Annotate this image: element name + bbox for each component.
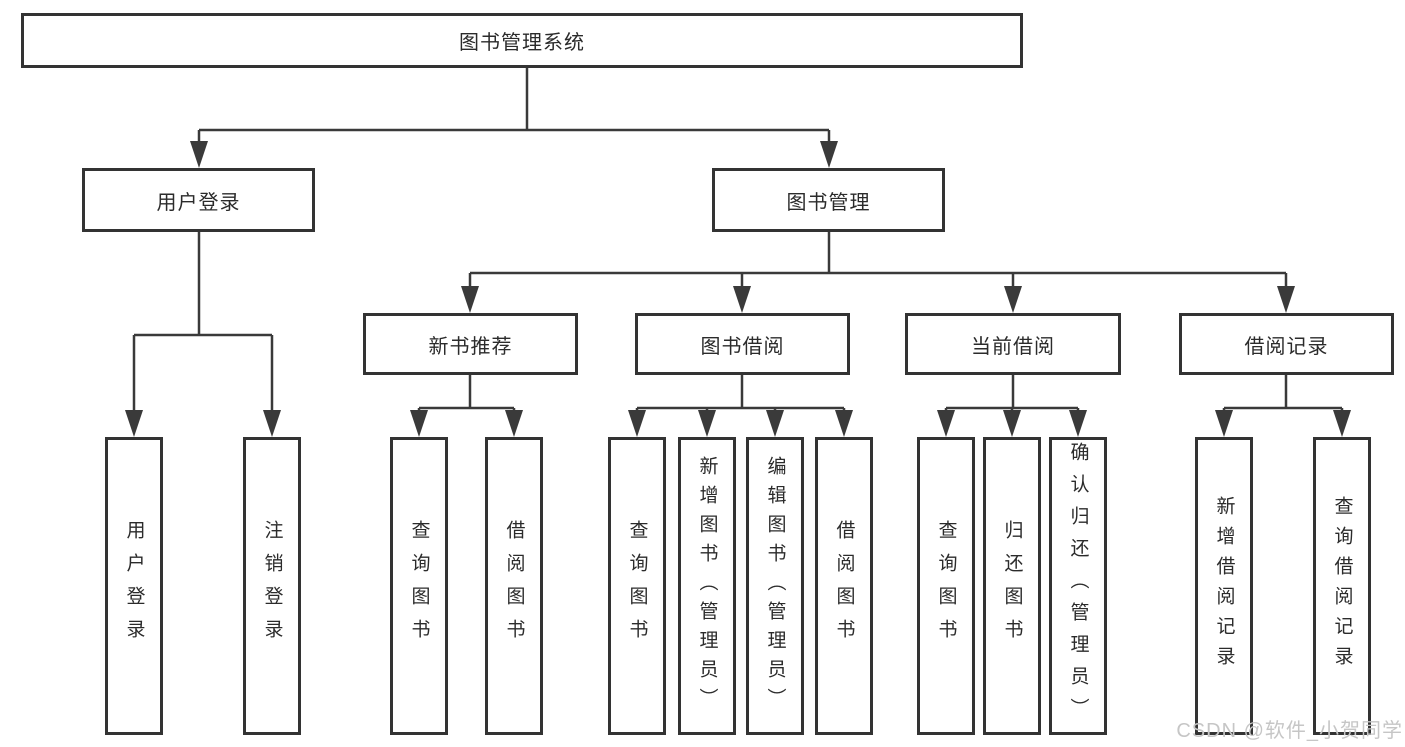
csdn-watermark: CSDN @软件_小贺同学 xyxy=(1176,720,1403,742)
node-label: 图书管理 xyxy=(786,191,871,214)
node-library-management-system: 图书管理系统 xyxy=(21,13,1023,68)
leaf-user-login: 用户登录 xyxy=(105,437,163,735)
connector-mgmt-to-level3 xyxy=(468,232,1288,290)
arrowheads xyxy=(125,141,1351,437)
leaf-query-books: 查询图书 xyxy=(390,437,448,735)
leaf-borrow-books: 借阅图书 xyxy=(815,437,873,735)
arrow-down-icon xyxy=(461,286,479,313)
arrow-down-icon xyxy=(125,410,143,437)
connector-records-to-leaves xyxy=(1222,375,1344,414)
node-label: 图书管理系统 xyxy=(459,32,585,54)
connector-borrow-to-leaves xyxy=(635,375,846,414)
arrow-down-icon xyxy=(766,410,784,437)
arrow-down-icon xyxy=(1333,410,1351,437)
leaf-label: 用户登录 xyxy=(123,520,145,652)
connector-root-to-level2 xyxy=(197,68,831,146)
node-book-borrowing: 图书借阅 xyxy=(635,313,850,375)
node-label: 图书借阅 xyxy=(700,335,785,358)
arrow-down-icon xyxy=(190,141,208,168)
node-new-book-recommendation: 新书推荐 xyxy=(363,313,578,375)
leaf-label: 归还图书 xyxy=(1001,520,1023,652)
arrow-down-icon xyxy=(698,410,716,437)
connector-recommend-to-leaves xyxy=(417,375,516,414)
node-current-borrowing: 当前借阅 xyxy=(905,313,1121,375)
leaf-add-book-admin: 新增图书（管理员） xyxy=(678,437,736,735)
node-label: 借阅记录 xyxy=(1244,335,1329,358)
leaf-logout: 注销登录 xyxy=(243,437,301,735)
leaf-label: 新增借阅记录 xyxy=(1213,496,1235,676)
node-label: 当前借阅 xyxy=(971,335,1055,358)
arrow-down-icon xyxy=(835,410,853,437)
arrow-down-icon xyxy=(820,141,838,168)
node-user-login: 用户登录 xyxy=(82,168,315,232)
arrow-down-icon xyxy=(1003,410,1021,437)
node-book-management: 图书管理 xyxy=(712,168,945,232)
leaf-confirm-return-admin: 确认归还（管理员） xyxy=(1049,437,1107,735)
leaf-label: 借阅图书 xyxy=(503,520,525,652)
arrow-down-icon xyxy=(1004,286,1022,313)
arrow-down-icon xyxy=(1069,410,1087,437)
leaf-label: 借阅图书 xyxy=(833,520,855,652)
node-borrowing-records: 借阅记录 xyxy=(1179,313,1394,375)
leaf-query-books: 查询图书 xyxy=(917,437,975,735)
leaf-edit-book-admin: 编辑图书（管理员） xyxy=(746,437,804,735)
leaf-label: 编辑图书（管理员） xyxy=(764,455,786,717)
connector-login-to-leaves xyxy=(132,232,274,414)
node-label: 用户登录 xyxy=(156,191,241,214)
arrow-down-icon xyxy=(1277,286,1295,313)
arrow-down-icon xyxy=(937,410,955,437)
arrow-down-icon xyxy=(1215,410,1233,437)
leaf-query-books: 查询图书 xyxy=(608,437,666,735)
leaf-add-borrow-record: 新增借阅记录 xyxy=(1195,437,1253,735)
arrow-down-icon xyxy=(505,410,523,437)
leaf-return-books: 归还图书 xyxy=(983,437,1041,735)
node-label: 新书推荐 xyxy=(428,335,513,358)
leaf-borrow-books: 借阅图书 xyxy=(485,437,543,735)
leaf-label: 注销登录 xyxy=(261,520,283,652)
arrow-down-icon xyxy=(628,410,646,437)
leaf-label: 查询借阅记录 xyxy=(1331,496,1353,676)
connector-current-to-leaves xyxy=(944,375,1080,414)
leaf-label: 查询图书 xyxy=(626,520,648,652)
leaf-label: 新增图书（管理员） xyxy=(696,455,718,717)
leaf-label: 查询图书 xyxy=(408,520,430,652)
leaf-label: 查询图书 xyxy=(935,520,957,652)
arrow-down-icon xyxy=(733,286,751,313)
arrow-down-icon xyxy=(263,410,281,437)
leaf-query-borrow-record: 查询借阅记录 xyxy=(1313,437,1371,735)
arrow-down-icon xyxy=(410,410,428,437)
leaf-label: 确认归还（管理员） xyxy=(1067,442,1089,730)
